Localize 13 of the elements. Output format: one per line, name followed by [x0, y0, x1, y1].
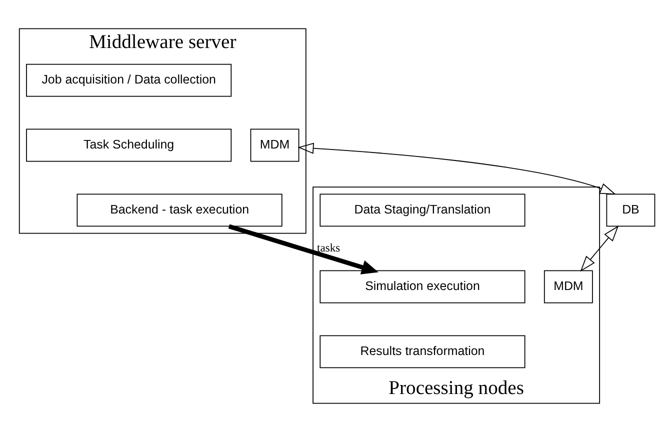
node-box: Backend - task execution: [76, 193, 282, 226]
node-box: MDM: [250, 128, 300, 162]
node-box: Results transformation: [320, 334, 526, 368]
arrow: [580, 225, 619, 272]
node-box: Task Scheduling: [26, 128, 232, 162]
edge-label: tasks: [317, 241, 340, 254]
node-box: Simulation execution: [320, 270, 526, 303]
node-box: Job acquisition / Data collection: [26, 63, 232, 96]
node-box: MDM: [544, 270, 593, 303]
arrow: [298, 142, 616, 194]
arrow: [228, 224, 378, 274]
node-box: Data Staging/Translation: [320, 193, 526, 226]
node-box: DB: [606, 193, 656, 226]
